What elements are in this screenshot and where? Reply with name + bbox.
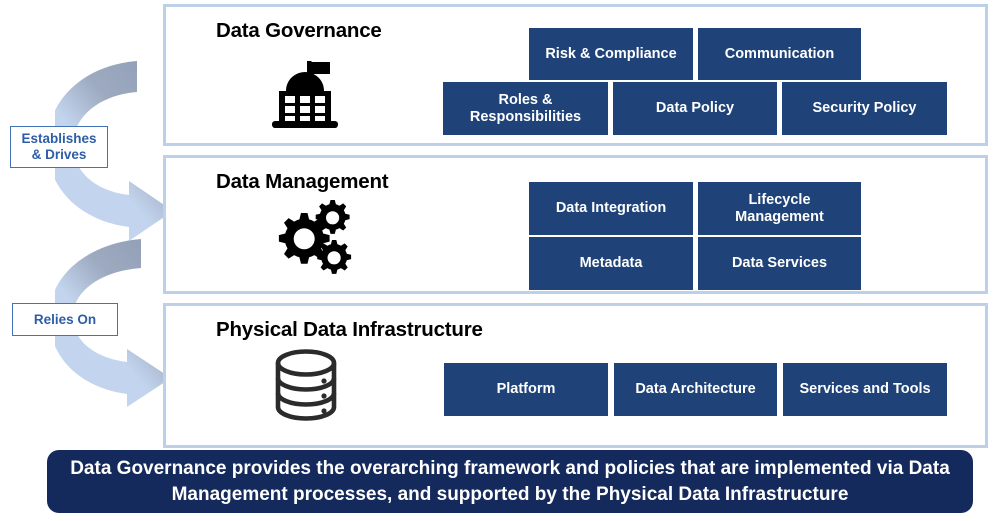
chip-label: Services and Tools [799,381,931,397]
chip-data-services[interactable]: Data Services [698,237,861,290]
chip-data-integration[interactable]: Data Integration [529,182,693,235]
panel-data-management: Data Management Data Integration Lifecyc… [163,155,988,294]
chip-label: Data Services [731,255,828,271]
chip-services-and-tools[interactable]: Services and Tools [783,363,947,416]
summary-banner: Data Governance provides the overarching… [47,450,973,513]
chip-risk-and-compliance[interactable]: Risk & Compliance [529,28,693,80]
chip-data-architecture[interactable]: Data Architecture [614,363,777,416]
panel-title: Physical Data Infrastructure [216,318,483,341]
chip-metadata[interactable]: Metadata [529,237,693,290]
panel-title: Data Management [216,170,389,193]
chip-label: Data Policy [655,100,735,116]
chip-label: Platform [496,381,556,397]
chip-label: Communication [724,45,835,62]
establishes-and-drives-arrow-icon [55,61,173,241]
chip-label: Roles & Responsibilities [469,91,582,125]
flow-label-establishes-and-drives: Establishes & Drives [10,126,108,168]
chip-lifecycle-management[interactable]: Lifecycle Management [698,182,861,235]
database-icon [275,349,337,421]
chip-label: Data Integration [555,200,667,216]
flow-label-text: Relies On [33,311,97,327]
chip-security-policy[interactable]: Security Policy [782,82,947,135]
chip-data-policy[interactable]: Data Policy [613,82,777,135]
chip-platform[interactable]: Platform [444,363,608,416]
flow-label-text: Establishes & Drives [21,131,97,162]
chip-communication[interactable]: Communication [698,28,861,80]
chip-label: Metadata [579,255,643,271]
government-building-icon [272,61,338,128]
chip-roles-and-responsibilities[interactable]: Roles & Responsibilities [443,82,608,135]
chip-label: Data Architecture [635,381,756,397]
panel-data-governance: Data Governance Risk & Compliance [163,4,988,146]
chip-label: Risk & Compliance [545,45,677,62]
summary-banner-text: Data Governance provides the overarching… [70,457,950,505]
chip-label: Lifecycle Management [735,191,824,225]
flow-label-relies-on: Relies On [12,303,118,336]
panel-physical-data-infrastructure: Physical Data Infrastructure Platform Da… [163,303,988,448]
relies-on-arrow-icon [55,239,171,407]
chip-label: Security Policy [812,100,917,116]
gears-icon [278,200,352,274]
panel-title: Data Governance [216,19,382,42]
